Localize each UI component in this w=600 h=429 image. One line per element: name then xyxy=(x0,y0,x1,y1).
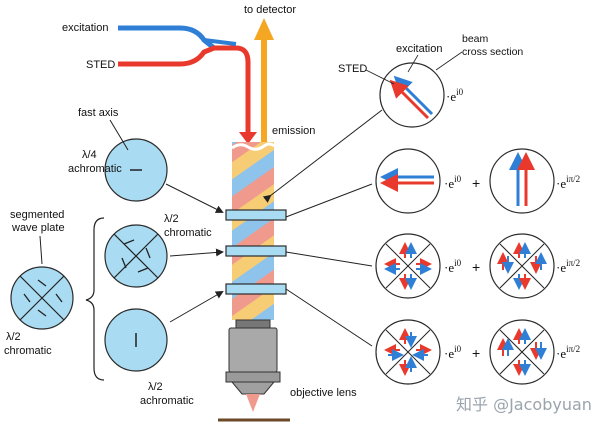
emission-up-arrowhead xyxy=(254,18,274,40)
plate-half-wave xyxy=(225,283,287,295)
phase-row1-right: ·eiπ/2 xyxy=(556,174,580,191)
half-wave-c-label: λ/2 xyxy=(148,381,163,393)
phase-row1-left: ·ei0 xyxy=(444,174,462,191)
half-wave-a-chromatic: chromatic xyxy=(164,227,212,239)
half-wave-b-chromatic: chromatic xyxy=(4,345,52,357)
sted-input-beam xyxy=(118,45,251,132)
objective-lens-label: objective lens xyxy=(290,387,357,399)
equivalent-chromatic-plate-disk xyxy=(10,266,74,330)
segmented-label-1: segmented xyxy=(10,209,64,221)
half-wave-a-label: λ/2 xyxy=(164,213,179,225)
phase-row3-left: ·ei0 xyxy=(444,344,462,361)
cross-section-row2-right xyxy=(489,233,555,299)
excitation-merge xyxy=(203,38,237,46)
quarter-wave-label: λ/4 xyxy=(82,149,97,161)
sted-down-arrowhead xyxy=(239,132,257,144)
emission-shaft xyxy=(261,38,267,142)
phase-row2-right: ·eiπ/2 xyxy=(556,258,580,275)
phase-row3-right: ·eiπ/2 xyxy=(556,344,580,361)
excitation-label: excitation xyxy=(62,22,108,34)
objective-lens xyxy=(218,319,290,422)
cross-section-row3-right xyxy=(489,319,555,385)
fast-axis-label: fast axis xyxy=(78,107,119,119)
half-wave-plate-disk xyxy=(104,308,168,372)
beam-cs-label-2: cross section xyxy=(462,46,523,58)
plate-quarter-wave xyxy=(225,209,287,221)
phase-row2-left: ·ei0 xyxy=(444,258,462,275)
half-wave-b-label: λ/2 xyxy=(6,331,21,343)
quarter-wave-plate-disk xyxy=(104,138,168,202)
excitation-input-beam xyxy=(118,25,216,50)
phase-top: ·ei0 xyxy=(446,87,464,104)
segmented-label-2: wave plate xyxy=(11,222,65,234)
to-detector-label: to detector xyxy=(244,4,296,16)
cross-section-row3-left xyxy=(375,319,441,385)
cross-section-row1-right xyxy=(489,148,555,214)
segmented-plate-disk xyxy=(104,224,168,288)
plus-row2: + xyxy=(472,259,480,275)
cross-section-row2-left xyxy=(375,233,441,299)
quarter-wave-achromatic: achromatic xyxy=(68,163,122,175)
cross-section-top xyxy=(379,62,445,128)
plus-row3: + xyxy=(472,345,480,361)
brace xyxy=(85,217,105,381)
beam-sted-label: STED xyxy=(338,63,367,75)
watermark: 知乎 @Jacobyuan xyxy=(456,395,592,414)
cross-section-row1-left xyxy=(375,148,441,214)
emission-label: emission xyxy=(272,125,315,137)
beam-excitation-label: excitation xyxy=(396,43,442,55)
sted-label: STED xyxy=(86,59,115,71)
beam-cs-label-1: beam xyxy=(462,33,489,45)
half-wave-c-achromatic: achromatic xyxy=(140,395,194,407)
plate-segmented xyxy=(225,245,287,257)
plus-row1: + xyxy=(472,175,480,191)
